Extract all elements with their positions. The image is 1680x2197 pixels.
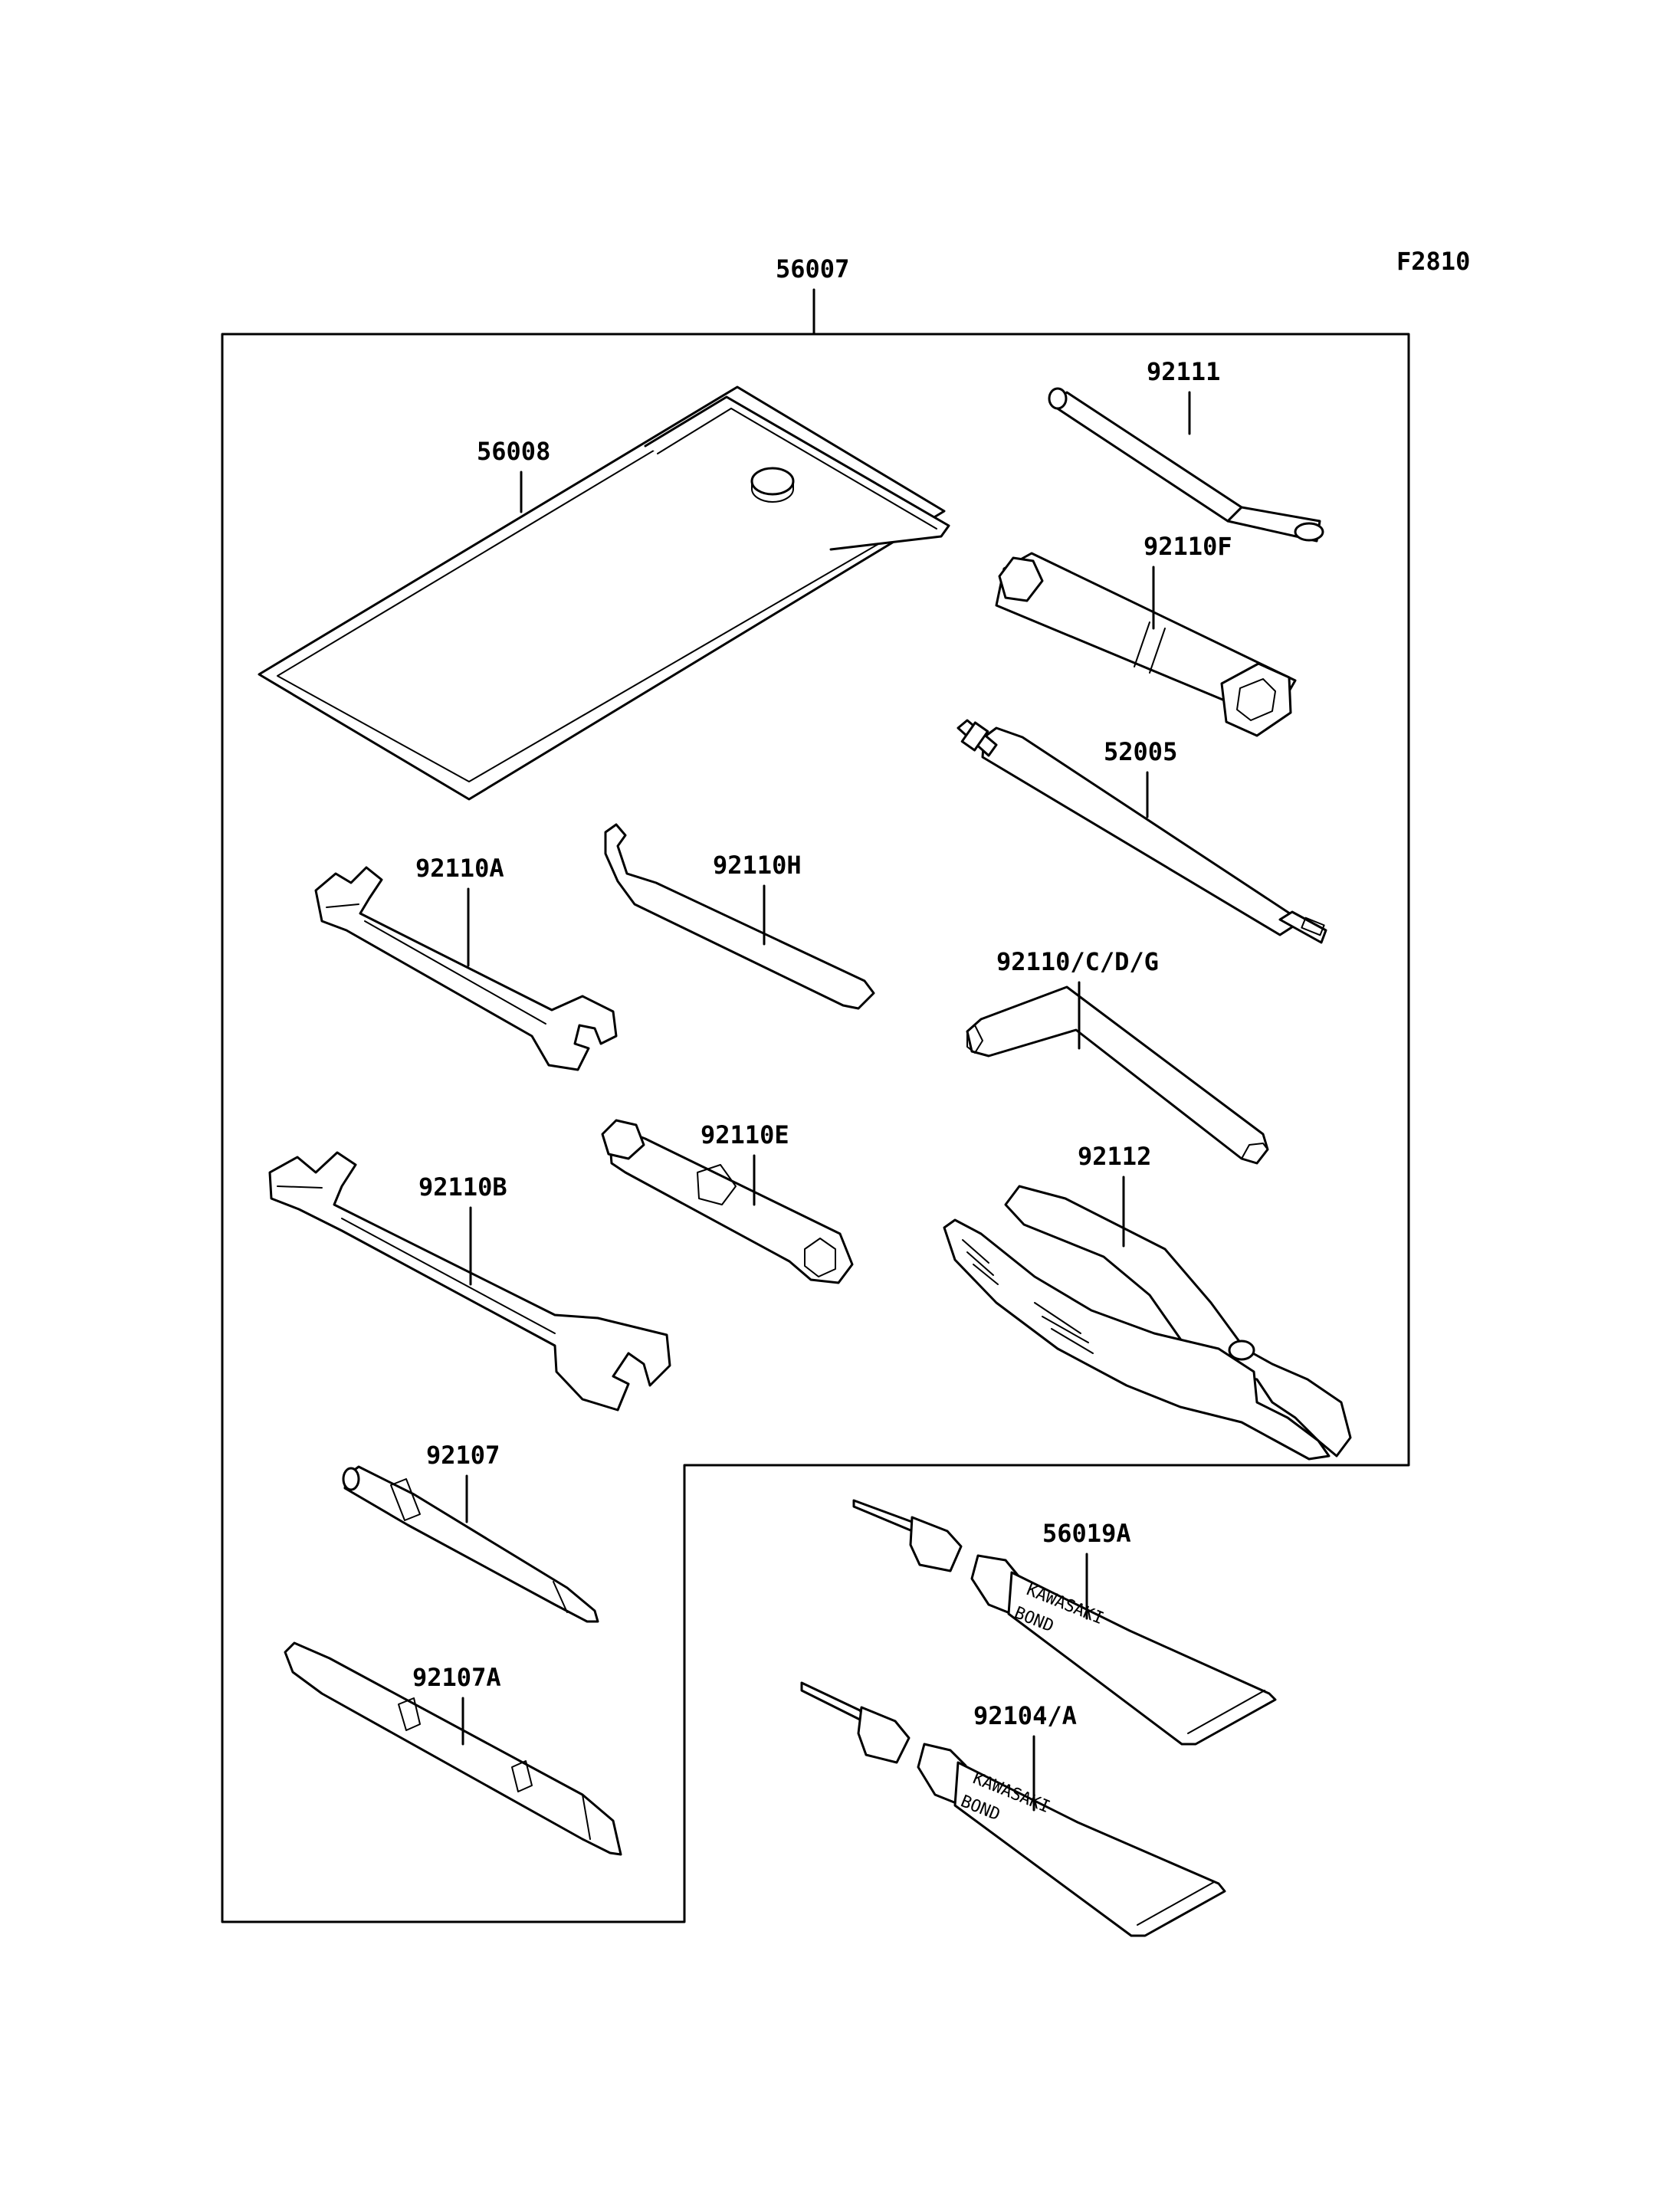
- part-label-92104A: 92104/A: [973, 1701, 1077, 1730]
- hex-key-part: [966, 985, 1269, 1165]
- part-label-92110H: 92110H: [713, 851, 802, 880]
- pressure-gauge-part: [956, 719, 1327, 944]
- adhesive-tube-a-part: KAWASAKI BOND: [852, 1499, 1277, 1746]
- pouch-part: [258, 385, 950, 801]
- part-label-92107A: 92107A: [412, 1663, 501, 1692]
- part-label-92110A: 92110A: [415, 854, 504, 883]
- hook-wrench-part: [604, 823, 875, 1010]
- part-label-52005: 52005: [1104, 737, 1177, 766]
- part-label-92110F: 92110F: [1144, 532, 1232, 561]
- kit-label: 56007: [776, 254, 849, 284]
- wrench-a-part: [314, 866, 618, 1071]
- part-label-56019A: 56019A: [1042, 1519, 1131, 1548]
- screwdriver-a-part: [284, 1641, 622, 1856]
- pliers-part: [943, 1185, 1352, 1461]
- box-wrench-part: [601, 1119, 854, 1284]
- part-label-92107: 92107: [426, 1441, 500, 1470]
- part-label-92112: 92112: [1078, 1142, 1151, 1171]
- kit-boundary-frame: [221, 333, 1410, 1923]
- adhesive-tube-b-part: KAWASAKI BOND: [800, 1681, 1226, 1937]
- part-label-56008: 56008: [477, 437, 550, 466]
- screwdriver-part: [342, 1465, 599, 1623]
- part-label-92111: 92111: [1147, 357, 1220, 386]
- part-label-92110B: 92110B: [418, 1172, 507, 1202]
- part-label-92110CDG: 92110/C/D/G: [996, 947, 1159, 976]
- spark-plug-wrench-part: [995, 552, 1297, 737]
- part-label-92110E: 92110E: [701, 1120, 789, 1149]
- handle-part: [1048, 387, 1324, 543]
- figure-code: F2810: [1396, 247, 1470, 276]
